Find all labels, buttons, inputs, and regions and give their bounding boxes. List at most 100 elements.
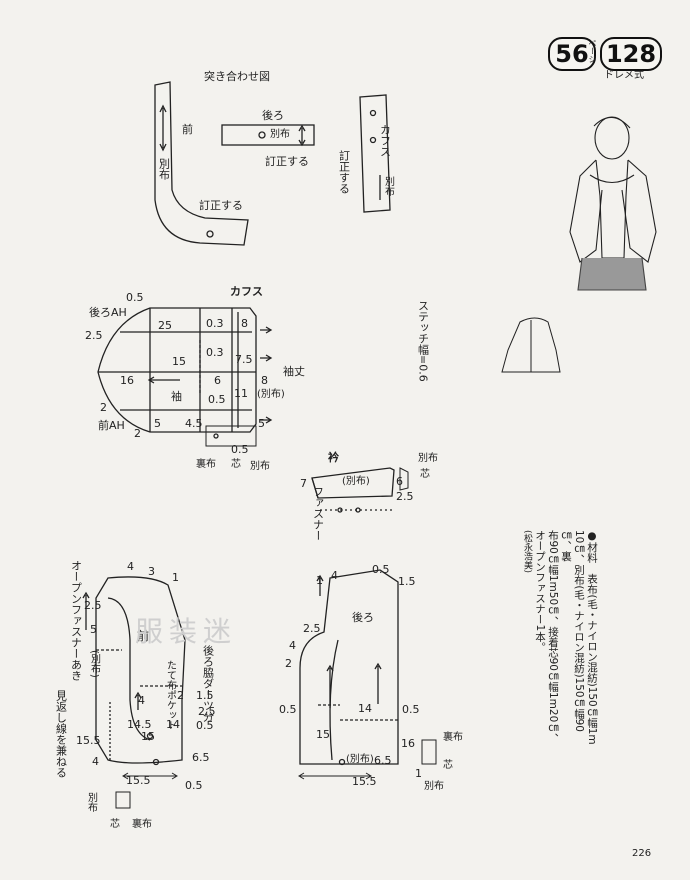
- back-contrast-label: (別布): [346, 754, 374, 765]
- collar-pattern: [311, 467, 409, 513]
- page-number-left: 56: [548, 37, 596, 71]
- assembly-contrast-label: 別布: [157, 158, 171, 180]
- dim: 15.5: [126, 774, 151, 787]
- dim: 14: [166, 718, 180, 731]
- assembly-cuff-correct: 訂正する: [337, 150, 351, 194]
- dim: 15.5: [352, 775, 377, 788]
- dim: 2.5: [198, 705, 216, 718]
- dim: 15: [141, 730, 155, 743]
- assembly-cuffs-label: カフス: [378, 124, 392, 157]
- dim: 0.5: [279, 703, 297, 716]
- collar-title: 衿: [328, 451, 339, 464]
- assembly-back-correct: 訂正する: [265, 155, 309, 168]
- assembly-front-piece: [154, 81, 249, 246]
- dim: 6.5: [374, 754, 392, 767]
- materials-line: オープンファスナー1本。: [534, 530, 546, 653]
- dim: 7.5: [235, 353, 253, 366]
- front-contrast-label: (別布): [88, 650, 100, 678]
- collar-interfacing: 芯: [420, 469, 430, 480]
- materials-line: 10㎝、別布(毛・ナイロン混紡)150㎝幅90㎝、裏: [560, 530, 585, 732]
- dim: 0.5: [196, 719, 214, 732]
- page-reference-badge: 56 ページ 128 ドレメ式: [548, 37, 662, 83]
- assembly-correct-label: 訂正する: [199, 199, 243, 212]
- back-armhole-label: 後ろAH: [89, 306, 127, 319]
- dim: 1.5: [196, 689, 214, 702]
- dim: 5: [154, 417, 161, 430]
- assembly-front-label: 前: [182, 123, 193, 136]
- back-part-contrast: 別布: [424, 781, 444, 792]
- dim: 5: [90, 623, 97, 636]
- dim: 14: [358, 702, 372, 715]
- dim: 3: [148, 565, 155, 578]
- dim: 2: [285, 657, 292, 670]
- dim: 15: [172, 355, 186, 368]
- back-bodice-pattern: [298, 569, 437, 780]
- materials-line: ●材料 表布(毛・ナイロン混紡)150㎝幅1m: [586, 530, 598, 745]
- sleeve-length-label: 袖丈: [283, 365, 305, 378]
- dim: 8: [241, 317, 248, 330]
- materials-line: 布90㎝幅1m50㎝、接着芯90㎝幅1m20㎝、: [547, 530, 559, 744]
- dim: 25: [158, 319, 172, 332]
- dim: 6: [396, 475, 403, 488]
- jacket-sketch: [501, 317, 561, 373]
- dim: 4: [331, 569, 338, 582]
- model-illustration: [569, 116, 657, 291]
- dim: 0.5: [372, 563, 390, 576]
- dim: 4: [289, 639, 296, 652]
- assembly-back-label: 後ろ: [262, 109, 284, 122]
- dim: 0.5: [185, 779, 203, 792]
- dim: 2: [134, 427, 141, 440]
- dim: 1: [415, 767, 422, 780]
- button-mark: [206, 230, 214, 238]
- sizing-system: ドレメ式: [604, 70, 644, 81]
- front-part-interfacing: 芯: [110, 819, 120, 830]
- dim: 0.3: [206, 346, 224, 359]
- dim: 2: [177, 689, 184, 702]
- facing-note: 見返し線を兼ねる: [54, 690, 68, 778]
- dim: 5: [258, 417, 265, 430]
- dim: 16: [120, 374, 134, 387]
- sleeve-lining-label: 裏布: [196, 459, 216, 470]
- back-part-interfacing: 芯: [443, 760, 453, 771]
- sleeve-pattern: [97, 307, 273, 447]
- front-label: 前: [137, 629, 150, 643]
- assembly-back-piece: [221, 124, 315, 146]
- dim: 2: [100, 401, 107, 414]
- dim: 7: [300, 477, 307, 490]
- stitch-width-note: ステッチ幅=0.6: [416, 300, 430, 382]
- dim: 0.5: [208, 393, 226, 406]
- front-bodice-pattern: [82, 576, 186, 809]
- dim: 6: [214, 374, 221, 387]
- dim: 0.5: [402, 703, 420, 716]
- cuffs-title: カフス: [230, 285, 263, 298]
- dim: 2.5: [396, 490, 414, 503]
- dim: 0.5: [231, 443, 249, 456]
- fastener-label: ファスナー: [311, 486, 325, 541]
- front-armhole-label: 前AH: [98, 419, 125, 432]
- assembly-cuff-piece: [359, 94, 391, 213]
- dim: 2.5: [303, 622, 321, 635]
- assembly-cuff-contrast: 別布: [382, 176, 394, 196]
- dim: 4: [127, 560, 134, 573]
- sleeve-contrast-part-label: 別布: [250, 461, 270, 472]
- dim: 0.3: [206, 317, 224, 330]
- dim: 4: [138, 694, 145, 707]
- materials-list: ●材料 表布(毛・ナイロン混紡)150㎝幅1m 10㎝、別布(毛・ナイロン混紡)…: [520, 530, 598, 750]
- dim: 8: [261, 374, 268, 387]
- page-number: 226: [632, 848, 652, 859]
- dim: 4.5: [185, 417, 203, 430]
- dim: 1: [316, 574, 323, 587]
- back-part-lining: 裏布: [443, 732, 463, 743]
- back-label: 後ろ: [352, 611, 374, 624]
- sleeve-contrast-label: (別布): [257, 389, 285, 400]
- collar-contrast-part: 別布: [418, 453, 438, 464]
- sleeve-interfacing-label: 芯: [231, 459, 241, 470]
- dim: 14.5: [127, 718, 152, 731]
- design-number: 128: [600, 37, 662, 71]
- dim: 2.5: [85, 329, 103, 342]
- collar-contrast-label: (別布): [342, 476, 370, 487]
- dim: 15: [316, 728, 330, 741]
- credit: (松永浩美): [522, 530, 532, 574]
